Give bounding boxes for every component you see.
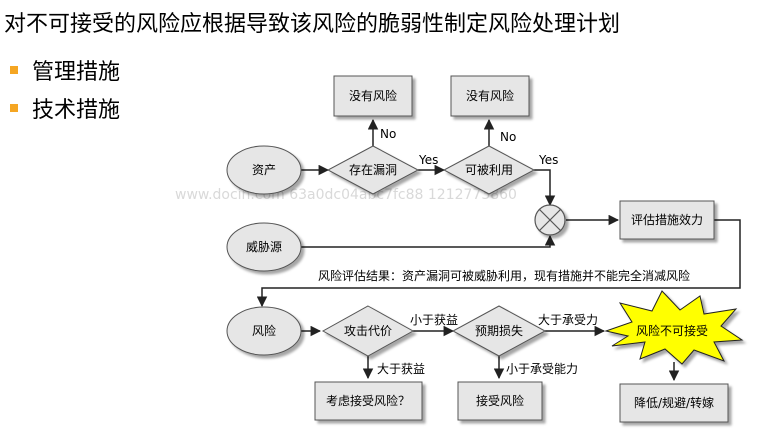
cost-diamond: [321, 305, 415, 357]
bullet-item-technical: 技术措施: [10, 92, 120, 124]
treat-box: [619, 383, 729, 423]
less-than-gain-label: 小于获益: [410, 313, 458, 327]
yes-edge-label-2: Yes: [538, 153, 558, 167]
node-shapes: [226, 75, 729, 423]
bullet-text: 管理措施: [32, 60, 121, 85]
watermark: www.docin.com 63a0dc04abc7fc88 121277386…: [175, 187, 517, 203]
no-edge-label-2: No: [500, 130, 516, 144]
evaluate-box: [619, 200, 715, 240]
bullet-marker: [10, 104, 18, 112]
loss-label: 预期损失: [475, 323, 523, 338]
bullet-marker: [10, 66, 18, 74]
connectors: [256, 118, 741, 382]
arrow-exploit-yes: [534, 169, 556, 207]
consider-box: [314, 381, 423, 421]
vuln-label: 存在漏洞: [349, 163, 397, 177]
risk-label: 风险: [252, 323, 276, 338]
accept-box: [457, 381, 543, 421]
no-risk-box-1: [333, 75, 413, 117]
risk-ellipse: [226, 306, 302, 356]
exploit-diamond: [442, 145, 536, 195]
unacceptable-burst: [604, 290, 744, 365]
result-text: 风险评估结果：资产漏洞可被威胁利用，现有措施并不能完全消减风险: [318, 268, 690, 283]
no-risk-label-1: 没有风险: [349, 88, 397, 103]
threat-label: 威胁源: [246, 239, 282, 254]
evaluate-label: 评估措施效力: [631, 212, 703, 227]
exploit-label: 可被利用: [465, 163, 513, 177]
page-title: 对不可接受的风险应根据导致该风险的脆弱性制定风险处理计划: [4, 12, 621, 37]
bullet-item-management: 管理措施: [10, 54, 120, 86]
cost-label: 攻击代价: [344, 324, 392, 338]
asset-label: 资产: [252, 163, 276, 177]
consider-label: 考虑接受风险？: [326, 393, 410, 408]
loss-diamond: [451, 305, 547, 357]
no-edge-label-1: No: [380, 127, 396, 141]
accept-label: 接受风险: [476, 393, 524, 408]
yes-edge-label-1: Yes: [418, 153, 438, 167]
no-risk-box-2: [450, 75, 530, 117]
asset-ellipse: [226, 145, 302, 195]
arrow-threat-to-junction: [301, 234, 556, 248]
treat-label: 降低/规避/转嫁: [634, 395, 714, 410]
bullet-text: 技术措施: [32, 98, 121, 123]
vuln-diamond: [326, 145, 420, 195]
greater-than-tolerance-label: 大于承受力: [538, 313, 598, 327]
less-than-tolerance-label: 小于承受能力: [506, 362, 578, 376]
greater-than-gain-label: 大于获益: [377, 362, 425, 376]
arrow-eval-to-risk: [256, 219, 741, 308]
threat-ellipse: [226, 222, 302, 272]
junction-node: [534, 204, 566, 236]
unacceptable-label: 风险不可接受: [636, 323, 708, 338]
no-risk-label-2: 没有风险: [466, 88, 514, 103]
